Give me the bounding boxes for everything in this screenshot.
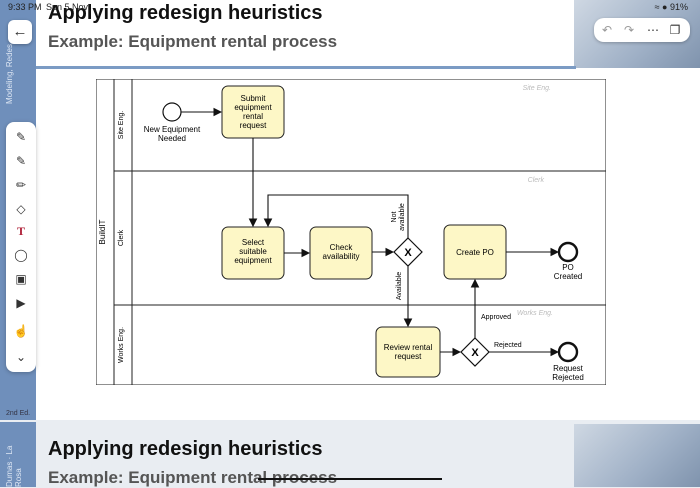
lane-label-clerk: Clerk bbox=[118, 229, 125, 246]
next-spine-text: Dumas · La Rosa bbox=[5, 445, 23, 487]
title-rule bbox=[36, 66, 576, 69]
gateway-availability-symbol: X bbox=[404, 247, 412, 259]
chevron-down-icon[interactable]: ⌄ bbox=[15, 350, 27, 364]
highlighter-icon[interactable]: ✏ bbox=[15, 178, 27, 192]
more-icon[interactable]: ⋯ bbox=[647, 23, 659, 37]
status-bar: 9:33 PM Sun 5 Nov ≈ ● 91% bbox=[0, 0, 700, 14]
lane-label-site: Site Eng. bbox=[118, 111, 125, 139]
lane-label-works: Works Eng. bbox=[118, 327, 125, 363]
flow-label-not-available: Notavailable bbox=[391, 203, 406, 231]
top-controls: ↶ ↷ ⋯ ❐ bbox=[594, 18, 690, 42]
pages-icon[interactable]: ❐ bbox=[669, 23, 681, 37]
next-corner-illustration bbox=[574, 424, 700, 487]
gateway-approval-symbol: X bbox=[471, 347, 479, 359]
ink-strike bbox=[258, 478, 442, 480]
status-time: 9:33 PM bbox=[8, 2, 42, 12]
pen-icon[interactable]: ✎ bbox=[15, 154, 27, 168]
pen-icon[interactable]: ✎ bbox=[15, 130, 27, 144]
status-date: Sun 5 Nov bbox=[46, 2, 89, 12]
lane-watermark-clerk: Clerk bbox=[528, 177, 545, 184]
gateway-approval bbox=[460, 337, 490, 367]
sequence-flows bbox=[181, 107, 560, 357]
image-icon[interactable]: ▣ bbox=[15, 272, 27, 286]
text-icon[interactable]: T bbox=[16, 224, 25, 238]
bpmn-diagram: BuildIT Site Eng. Clerk Works Eng. Site … bbox=[96, 79, 606, 385]
annotation-toolbar: ✎ ✎ ✏ ◇ T ◯ ▣ ▶ ☝ ⌄ bbox=[6, 122, 36, 372]
redo-icon[interactable]: ↷ bbox=[623, 23, 635, 37]
spine-text: Modeling, Redes bbox=[5, 44, 14, 105]
back-button[interactable]: ← bbox=[8, 20, 32, 44]
flow-label-approved: Approved bbox=[481, 314, 511, 321]
task-create-po-label: Create PO bbox=[456, 248, 494, 257]
slide-title: Applying redesign heuristics bbox=[48, 2, 323, 24]
eraser-icon[interactable]: ◇ bbox=[16, 202, 26, 216]
flow-label-available: Available bbox=[396, 272, 403, 300]
end-event-request-rejected bbox=[557, 341, 579, 363]
next-slide-spine: Dumas · La Rosa bbox=[0, 422, 36, 487]
end-event-po-created bbox=[557, 241, 579, 263]
next-slide-title: Applying redesign heuristics bbox=[48, 438, 323, 460]
battery-level: 91% bbox=[669, 2, 688, 12]
lane-watermark-site: Site Eng. bbox=[523, 85, 551, 92]
status-battery: ≈ ● 91% bbox=[654, 2, 688, 12]
slide-subtitle: Example: Equipment rental process bbox=[48, 32, 338, 51]
undo-icon[interactable]: ↶ bbox=[601, 23, 613, 37]
start-event bbox=[162, 102, 182, 122]
chevron-left-icon: ← bbox=[12, 23, 28, 40]
next-slide-subtitle: Example: Equipment rental process bbox=[48, 468, 338, 487]
hand-icon[interactable]: ☝ bbox=[13, 324, 29, 338]
lasso-icon[interactable]: ◯ bbox=[14, 248, 28, 262]
pool-label: BuildIT bbox=[98, 219, 107, 244]
play-icon[interactable]: ▶ bbox=[16, 296, 26, 310]
spine-footer: 2nd Ed. bbox=[6, 410, 31, 417]
flow-label-rejected: Rejected bbox=[494, 342, 522, 349]
lane-watermark-works: Works Eng. bbox=[517, 310, 553, 317]
